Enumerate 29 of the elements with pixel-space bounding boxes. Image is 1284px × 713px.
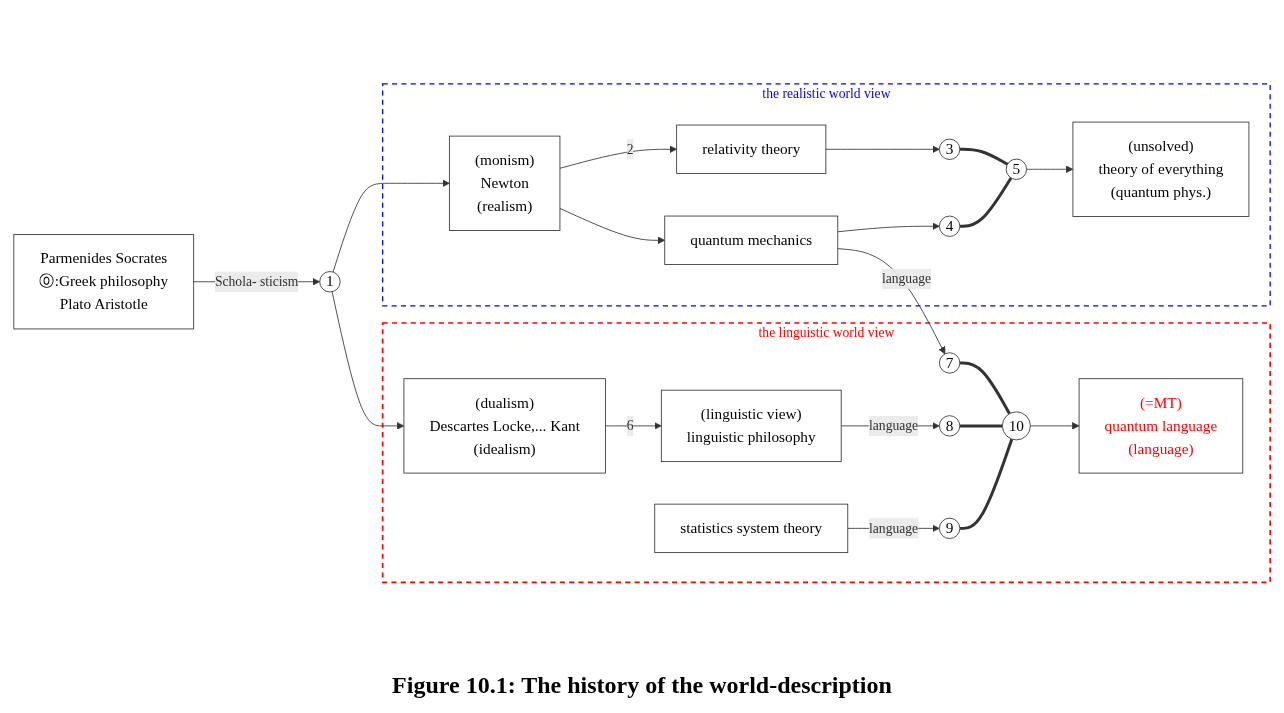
figure-caption: Figure 10.1: The history of the world-description [392,672,892,699]
node-box: Parmenides Socrates ⓪:Greek philosophy Plato Aristotle [13,234,195,330]
edge-label: language [869,418,919,433]
connector [959,361,1011,415]
node-box: relativity theory [676,124,827,174]
node-circle: 4 [938,215,961,237]
node-box: (unsolved) theory of everything (quantum phys.) [1072,121,1250,217]
node-box: quantum mechanics [664,215,839,265]
node-box: (monism) Newton (realism) [448,135,561,231]
node-circle: 1 [319,271,341,293]
connector [959,147,1009,166]
edge-label: 6 [626,418,634,433]
edge-label: Schola- sticism [214,273,299,289]
node-box: (dualism) Descartes Locke,... Kant (idealism) [403,378,606,474]
node-circle: 5 [1005,158,1027,180]
edge-label: 2 [626,141,634,156]
node-box: statistics system theory [654,503,849,553]
node-circle: 7 [938,352,961,374]
node-box: (=MT) quantum language (language) [1078,378,1244,474]
connector [959,177,1013,228]
edge-label: language [869,520,919,536]
node-circle: 3 [938,138,961,160]
node-circle: 8 [938,415,961,437]
connector [959,438,1014,530]
edge-label: language [881,271,932,286]
node-circle: 9 [938,517,961,539]
node-circle: 10 [1001,411,1031,441]
connector [959,424,1003,428]
node-box: (linguistic view) linguistic philosophy [660,389,842,462]
